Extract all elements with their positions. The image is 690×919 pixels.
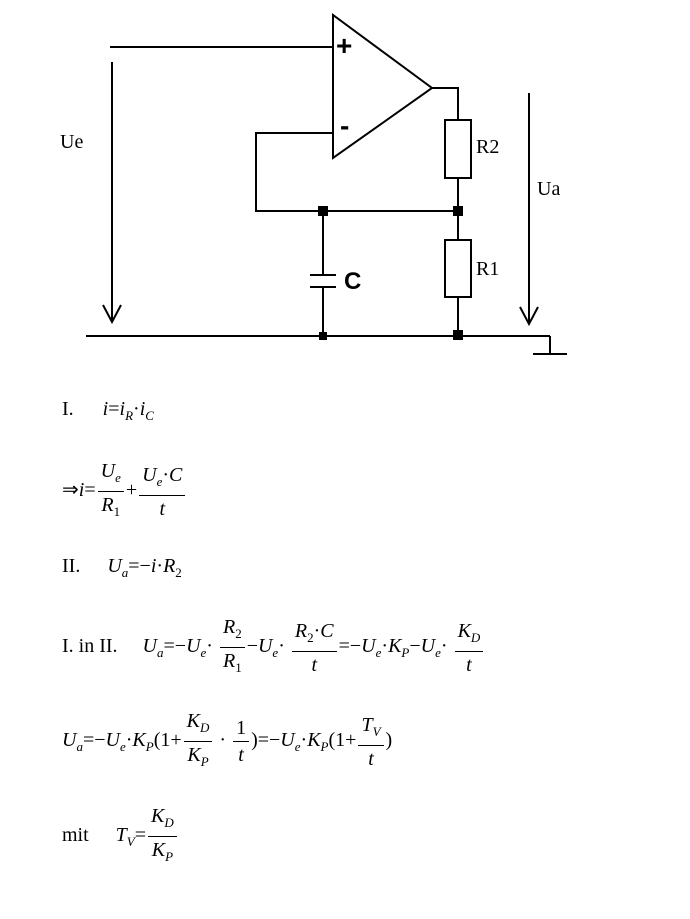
r2-resistor [444, 119, 472, 179]
r1-label: R1 [476, 258, 500, 280]
ue-label: Ue [60, 131, 84, 153]
step3-label: I. in II. [62, 635, 118, 658]
node-dot [453, 206, 463, 216]
node-dot [319, 332, 327, 340]
mit-label: mit [62, 824, 89, 847]
feedback-wire [255, 132, 458, 212]
node-dot [453, 330, 463, 340]
opamp-triangle [332, 13, 434, 160]
r1-resistor [444, 239, 472, 298]
capacitor-label: C [344, 268, 362, 295]
equation-1: I. i=iR·iC [62, 398, 154, 423]
equation-2: II. Ua=−i·R2 [62, 555, 182, 580]
output-wire [432, 87, 459, 120]
node-dot [318, 206, 328, 216]
circuit-diagram [86, 13, 567, 355]
step1-label: I. [62, 398, 74, 420]
minus-sign: - [340, 110, 350, 141]
step2-label: II. [62, 555, 81, 577]
r2-label: R2 [476, 136, 500, 158]
ue-arrow-head [102, 304, 122, 325]
plus-sign: + [336, 30, 353, 61]
ua-arrow-head [519, 306, 539, 327]
ua-label: Ua [537, 178, 561, 200]
